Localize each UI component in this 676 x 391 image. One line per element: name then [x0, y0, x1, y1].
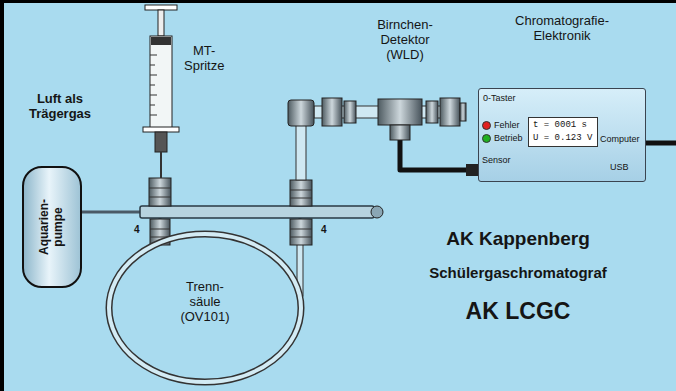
detector-assembly-part-part	[426, 101, 438, 123]
detector-assembly-part-part	[460, 103, 466, 121]
fitting-nut-part	[149, 178, 171, 206]
main-tube-part	[140, 206, 374, 218]
node-text: Sensor	[482, 155, 511, 165]
pump-body: Aquarien- pumpe	[22, 166, 82, 288]
node-text: Fehler	[494, 120, 520, 130]
column-coil: Trenn- säule (OV101)	[104, 228, 306, 386]
detector: Birnchen- Detektor (WLD)	[350, 16, 460, 140]
detector-assembly-part-part	[390, 125, 410, 140]
syringe-part	[155, 132, 167, 152]
fitting-nut-part	[290, 180, 312, 206]
fitting-number: 4	[134, 224, 140, 236]
detector-assembly-part-part	[378, 99, 422, 125]
node-label: Aquarien- pumpe	[38, 199, 66, 255]
node-label: Chromatografie- Elektronik	[515, 14, 609, 44]
node-label: Trenn- säule (OV101)	[180, 280, 229, 325]
detector-assembly-part-part	[288, 100, 314, 126]
node-text: USB	[610, 162, 629, 172]
syringe-part	[143, 127, 179, 132]
carrier-gas-label: Luft als Trägergas	[18, 92, 102, 122]
fitting-number: 4	[321, 224, 327, 236]
device-name: Schülergaschromatograf	[429, 264, 607, 281]
electronics-unit: Chromatografie- Elektronik 0-TasterFehler…	[478, 14, 646, 182]
node-label: t = 0001 s	[533, 120, 587, 130]
detector-assembly-part	[288, 98, 466, 140]
node-text: Betrieb	[494, 133, 523, 143]
group-name: AK LCGC	[466, 298, 571, 324]
frame-edge-part	[0, 0, 4, 391]
syringe-part	[158, 10, 164, 36]
detector-assembly-part-part	[344, 101, 356, 123]
run-led	[482, 134, 491, 143]
frame-edge-part	[0, 0, 676, 3]
detector-assembly-part-part	[440, 98, 460, 126]
syringe-label: MT-Spritze	[184, 44, 224, 74]
cable-part	[646, 141, 676, 146]
nut-grooves	[149, 188, 312, 237]
node-label: Birnchen- Detektor (WLD)	[377, 18, 433, 63]
group-name: AK Kappenberg	[446, 228, 590, 250]
syringe-part	[150, 36, 172, 128]
display: t = 0001 s U = 0.123 V	[528, 117, 598, 147]
syringe	[143, 5, 179, 178]
main-tube-part	[371, 206, 383, 218]
node-text: U = 0.123 V	[533, 133, 592, 143]
column-tube-outline	[109, 234, 301, 382]
syringe-part	[160, 152, 162, 178]
detector-assembly-part	[296, 120, 306, 180]
syringe-part	[150, 55, 157, 115]
detector-assembly	[288, 98, 466, 180]
column-tube	[109, 234, 301, 382]
node-text: Computer	[600, 134, 640, 144]
syringe-part	[151, 37, 171, 45]
error-led	[482, 121, 491, 130]
fitting-nut-part	[290, 219, 312, 245]
syringe-part	[145, 5, 177, 10]
detector-assembly-part-part	[322, 98, 342, 126]
node-text: 0-Taster	[483, 93, 516, 103]
cable-part	[466, 164, 478, 176]
